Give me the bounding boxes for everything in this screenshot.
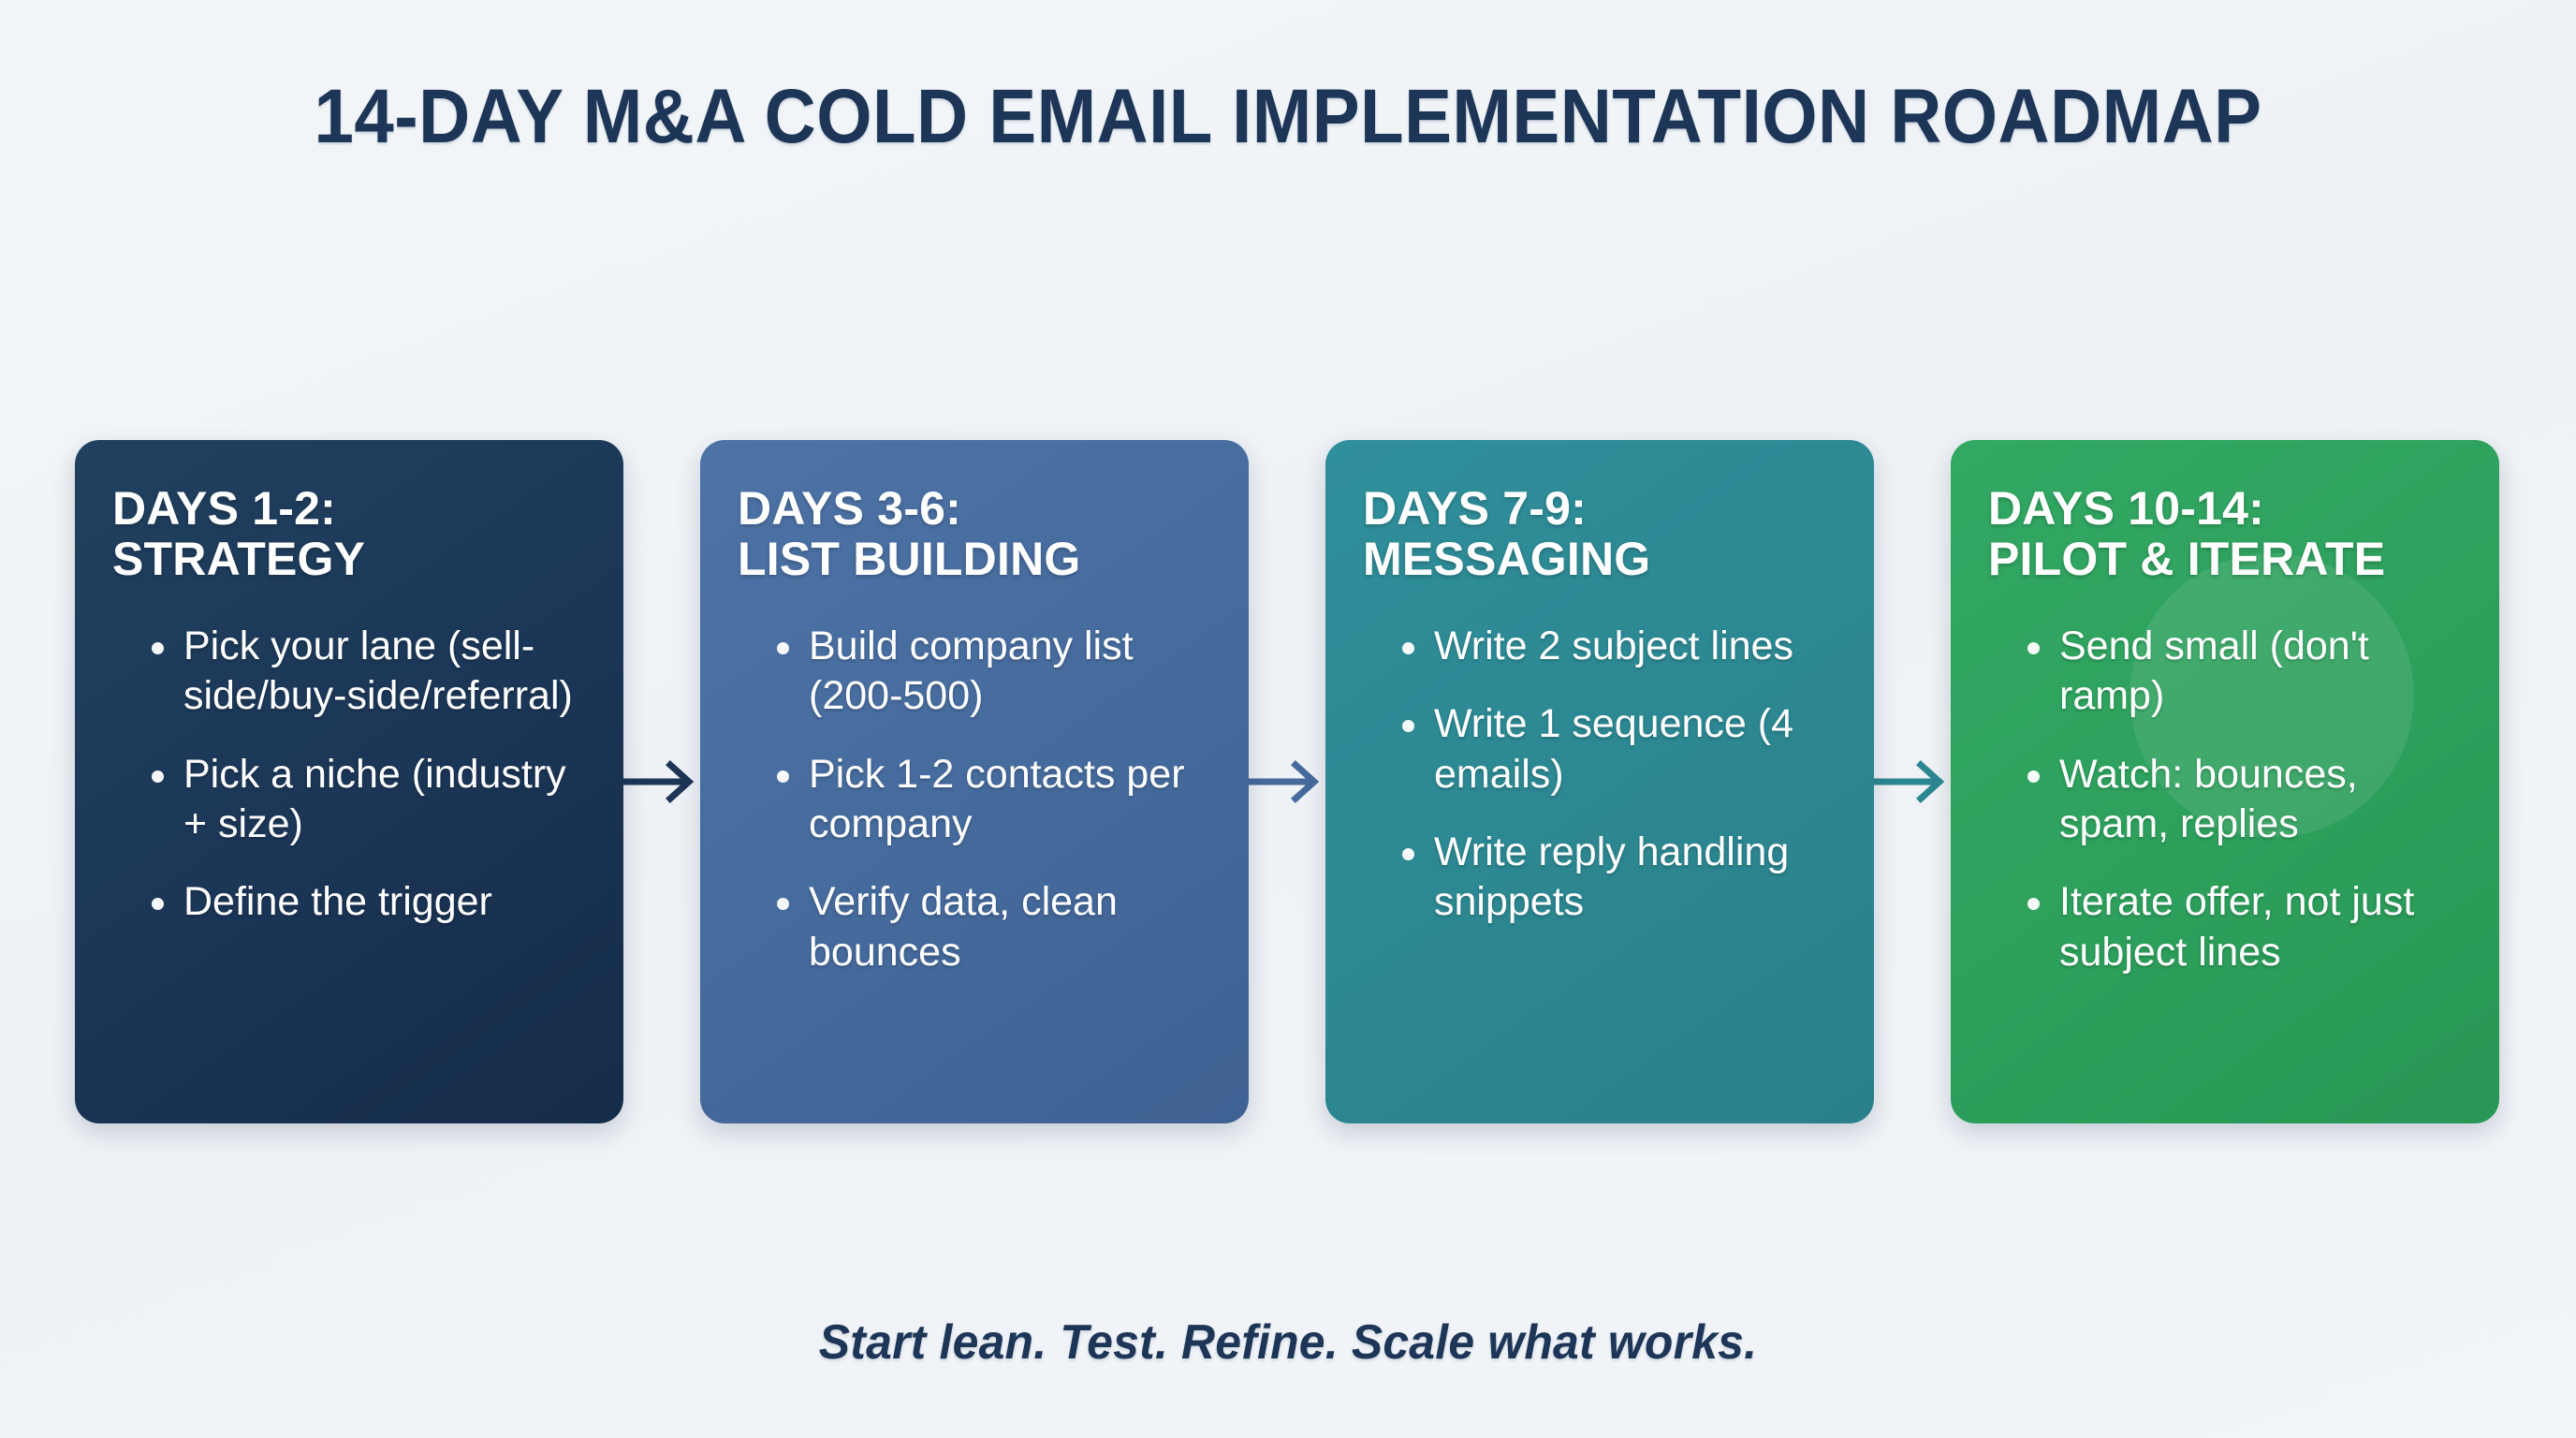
list-item: Pick 1-2 contacts per company [777,750,1211,850]
arrow-stage1-to-stage2 [623,440,700,1123]
stage-card-heading: DAYS 10-14: PILOT & ITERATE [1988,482,2386,585]
stage-card-heading: DAYS 7-9: MESSAGING [1363,482,1651,585]
page-title: 14-DAY M&A COLD EMAIL IMPLEMENTATION ROA… [314,74,2262,159]
list-item: Define the trigger [152,877,586,927]
stage-bullet-list: Pick your lane (sell-side/buy-side/refer… [112,622,586,928]
list-item: Write 2 subject lines [1402,622,1837,671]
stage-flow: DAYS 1-2: STRATEGY Pick your lane (sell-… [75,440,2501,1123]
stage-card-list-building: DAYS 3-6: LIST BUILDING Build company li… [700,440,1249,1123]
list-item: Pick your lane (sell-side/buy-side/refer… [152,622,586,722]
stage-card-messaging: DAYS 7-9: MESSAGING Write 2 subject line… [1325,440,1874,1123]
stage-card-strategy: DAYS 1-2: STRATEGY Pick your lane (sell-… [75,440,623,1123]
list-item: Pick a niche (industry + size) [152,750,586,850]
list-item: Write 1 sequence (4 emails) [1402,699,1837,800]
list-item: Iterate offer, not just subject lines [2027,877,2462,977]
stage-bullet-list: Build company list (200-500) Pick 1-2 co… [738,622,1211,977]
list-item: Watch: bounces, spam, replies [2027,750,2462,850]
list-item: Verify data, clean bounces [777,877,1211,977]
list-item: Write reply handling snippets [1402,828,1837,928]
arrow-stage2-to-stage3 [1249,440,1325,1123]
stage-bullet-list: Send small (don't ramp) Watch: bounces, … [1988,622,2462,977]
stage-card-heading: DAYS 3-6: LIST BUILDING [738,482,1081,585]
footer-tagline: Start lean. Test. Refine. Scale what wor… [818,1315,1758,1370]
list-item: Build company list (200-500) [777,622,1211,722]
stage-bullet-list: Write 2 subject lines Write 1 sequence (… [1363,622,1837,928]
stage-card-heading: DAYS 1-2: STRATEGY [112,482,366,585]
stage-card-pilot-iterate: DAYS 10-14: PILOT & ITERATE Send small (… [1951,440,2499,1123]
arrow-stage3-to-stage4 [1874,440,1951,1123]
list-item: Send small (don't ramp) [2027,622,2462,722]
